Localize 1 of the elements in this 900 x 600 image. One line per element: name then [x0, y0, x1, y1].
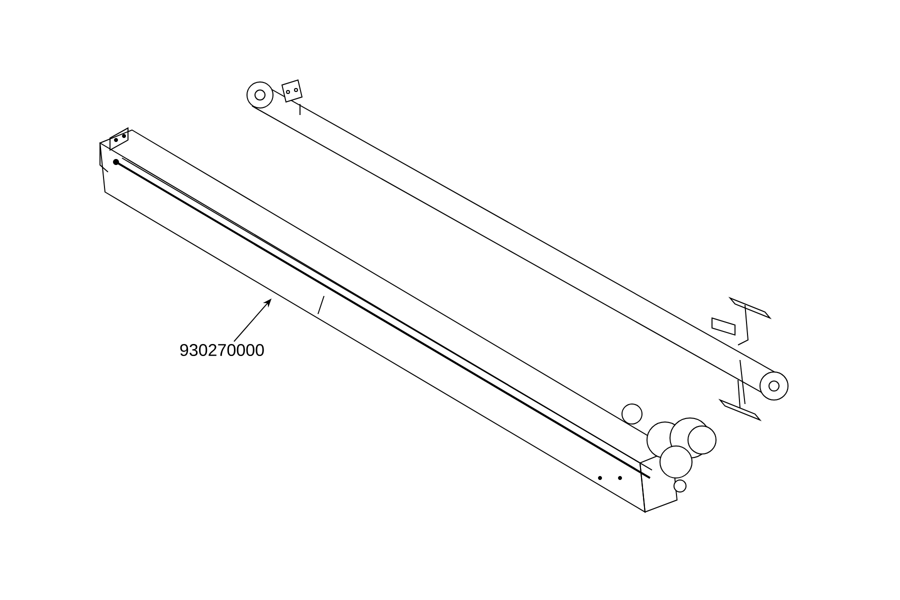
part-number: 930270000: [180, 344, 264, 356]
